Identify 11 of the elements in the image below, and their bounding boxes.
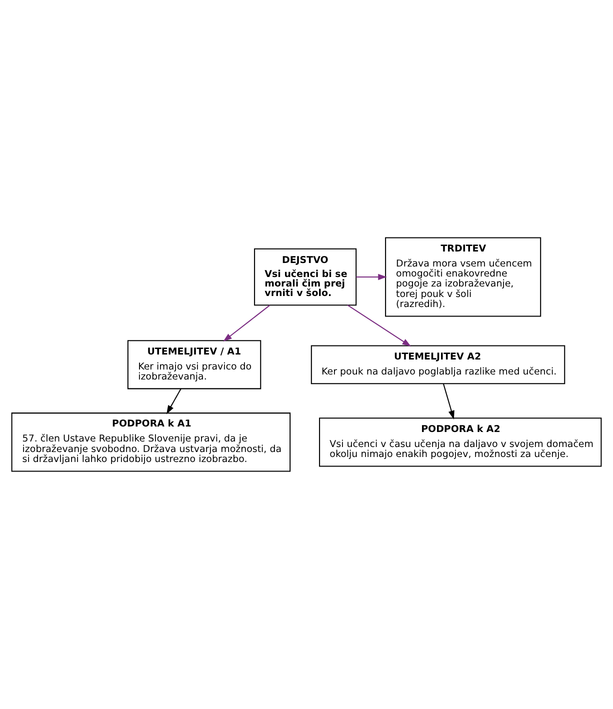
arrow [347,304,412,346]
node-box: UTEMELJITEV / A1 Ker imajo vsi pravico do izobraževanja. [127,340,262,390]
node-box: UTEMELJITEV A2 Ker pouk na daljavo poglablja razlike med učenci. [310,345,566,384]
node-box: PODPORA k A2 Vsi učenci v času učenja na daljavo v svojem domačem okolju nimajo enakih pogojev, možnosti za učenje. [319,418,602,467]
arrow [223,304,270,342]
node-box: PODPORA k A1 57. člen Ustave Republike Slovenije pravi, da je izobraževanje svobodno. Država ustvarja možnosti, da si državljani lahko pridobijo ustrezno izobrazbo. [11,412,291,472]
arrow [166,388,182,414]
arrow [356,274,387,280]
arrow [442,384,454,420]
node-box: TRDITEV Država mora vsem učencem omogočiti enakovredne pogoje za izobraževanje, torej pouk v šoli (razredih). [385,237,542,317]
node-box: DEJSTVO Vsi učenci bi se morali čim prej vrniti v šolo. [254,248,357,306]
